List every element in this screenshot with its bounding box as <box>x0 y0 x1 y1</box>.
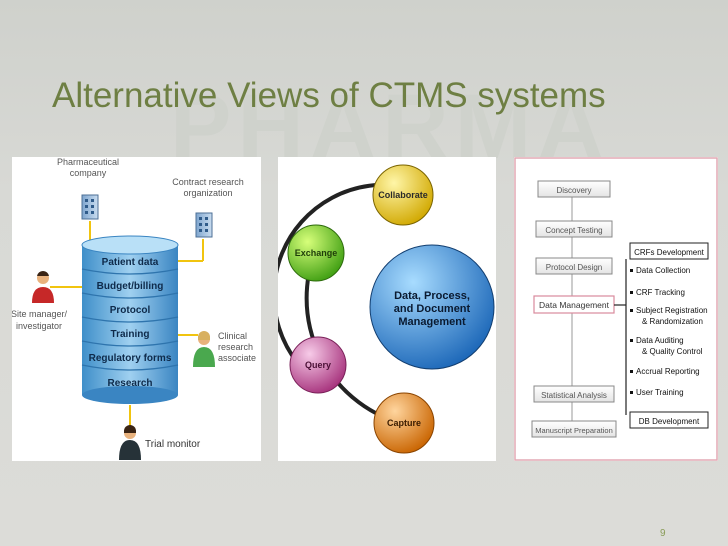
cra-label-line1: Clinical <box>218 331 247 341</box>
step-label: Manuscript Preparation <box>535 426 613 435</box>
ctms-functions-diagram: Collaborate Exchange Query Capture Data,… <box>278 157 496 461</box>
pharma-label-line2: company <box>70 168 107 178</box>
capture-node <box>373 392 435 454</box>
site-manager-label-line1: Site manager/ <box>12 309 68 319</box>
bullet-item: CRF Tracking <box>636 288 685 297</box>
ctms-process-flow-diagram: Discovery Concept Testing Protocol Desig… <box>514 157 718 461</box>
capture-label: Capture <box>387 418 421 428</box>
data-process-document-management-node <box>369 244 495 370</box>
stakeholder-diagram-svg: Pharmaceutical company Contract research… <box>12 157 256 460</box>
db-development-label: DB Development <box>639 417 700 426</box>
database-cylinder <box>81 235 179 404</box>
slide-title: Alternative Views of CTMS systems <box>52 76 606 115</box>
bullet-list: Data Collection CRF Tracking Subject Reg… <box>630 266 708 397</box>
site-manager-person-icon <box>32 270 54 303</box>
bullet-item-cont: & Quality Control <box>642 347 703 356</box>
bullet-item: User Training <box>636 388 684 397</box>
bullet-item-cont: & Randomization <box>642 317 703 326</box>
page-number: 9 <box>660 528 666 539</box>
crf-development-label: CRFs Development <box>634 248 705 257</box>
db-layer-label: Regulatory forms <box>89 353 172 364</box>
db-layer-label: Protocol <box>110 305 151 316</box>
cro-label-line1: Contract research <box>172 177 244 187</box>
center-label-line2: and Document <box>394 303 471 315</box>
step-label: Statistical Analysis <box>541 391 607 400</box>
db-layer-label: Research <box>107 378 152 389</box>
cro-building-icon <box>195 212 213 238</box>
center-label-line3: Management <box>398 316 466 328</box>
pharma-label-line1: Pharmaceutical <box>57 157 119 167</box>
step-label: Discovery <box>556 186 591 195</box>
query-node <box>289 336 347 394</box>
db-layer-label: Patient data <box>102 257 159 268</box>
functions-diagram-svg: Collaborate Exchange Query Capture Data,… <box>278 164 495 454</box>
exchange-node <box>287 224 345 282</box>
step-box <box>533 385 615 403</box>
step-box <box>531 420 617 438</box>
ctms-stakeholder-diagram: Pharmaceutical company Contract research… <box>12 157 261 461</box>
exchange-label: Exchange <box>295 248 338 258</box>
db-layer-label: Budget/billing <box>97 281 164 292</box>
step-label: Data Management <box>539 300 610 310</box>
center-label-line1: Data, Process, <box>394 290 470 302</box>
panel-border <box>514 157 718 461</box>
step-box <box>535 257 613 275</box>
bullet-item: Data Collection <box>636 266 690 275</box>
step-box <box>537 180 611 198</box>
pharma-building-icon <box>81 194 99 220</box>
trial-monitor-label: Trial monitor <box>145 439 201 450</box>
collaborate-label: Collaborate <box>378 190 428 200</box>
process-flow-svg: Discovery Concept Testing Protocol Desig… <box>514 157 718 461</box>
step-box <box>535 220 613 238</box>
db-development-box <box>629 411 709 429</box>
trial-monitor-person-icon <box>119 425 141 460</box>
cro-label-line2: organization <box>183 188 232 198</box>
step-label: Concept Testing <box>545 226 602 235</box>
step-label: Protocol Design <box>546 263 602 272</box>
collaborate-node <box>372 164 434 226</box>
db-layer-label: Training <box>111 329 150 340</box>
cra-label-line3: associate <box>218 353 256 363</box>
site-manager-label-line2: investigator <box>16 321 62 331</box>
bullet-item: Data Auditing <box>636 336 684 345</box>
cra-label-line2: research <box>218 342 253 352</box>
bullet-item: Accrual Reporting <box>636 367 700 376</box>
clinical-research-associate-person-icon <box>193 331 215 367</box>
bullet-item: Subject Registration <box>636 306 708 315</box>
query-label: Query <box>305 360 331 370</box>
crf-development-box <box>629 242 709 260</box>
